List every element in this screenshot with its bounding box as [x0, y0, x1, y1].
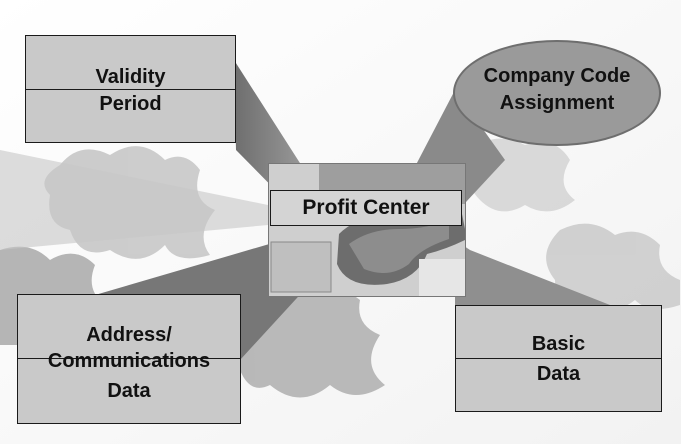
basic-label-line2: Data [536, 363, 581, 385]
company-label-line2: Assignment [499, 92, 615, 114]
address-label-line2: Communications [47, 350, 211, 372]
company-code-assignment-ellipse: Company Code Assignment [453, 40, 661, 146]
address-communications-box: Address/ Communications Data [17, 294, 241, 424]
validity-label-line2: Period [99, 93, 162, 115]
profit-center-label: Profit Center [270, 190, 462, 226]
address-label-line3: Data [107, 380, 151, 402]
box-divider [26, 89, 235, 90]
address-label-line1: Address/ [86, 324, 172, 346]
map-illustration [269, 164, 465, 296]
validity-label-line1: Validity [95, 66, 166, 88]
basic-data-box: Basic Data [455, 305, 662, 412]
beam-basic [455, 240, 610, 320]
box-divider [18, 358, 240, 359]
profit-center-image [268, 163, 466, 297]
company-label-line1: Company Code [483, 65, 631, 87]
validity-period-box: Validity Period [25, 35, 236, 143]
beam-left-center [0, 150, 268, 250]
box-divider [456, 358, 661, 359]
basic-label-line1: Basic [531, 333, 586, 355]
